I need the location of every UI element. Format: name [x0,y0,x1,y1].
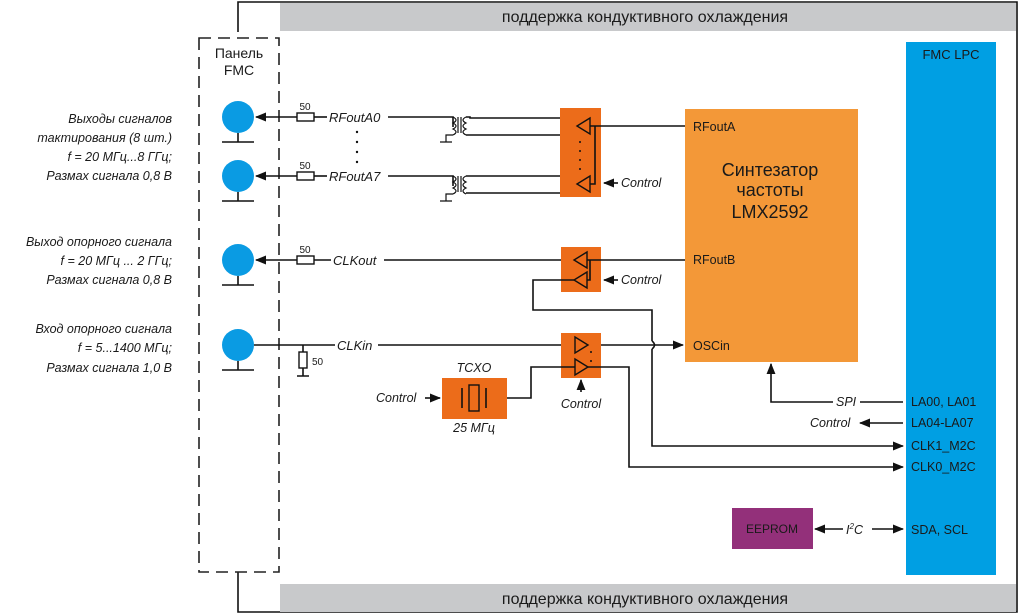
tcxo-oscillator [442,378,507,419]
desc-outputs-1: Выходы сигналов [68,112,172,126]
fmc-pin-la00-la01: LA00, LA01 [911,395,976,409]
desc-outputs-4: Размах сигнала 0,8 В [46,169,172,183]
resistor-clkin-termination [298,351,308,369]
panel-label-line1: Панель [215,45,263,61]
fmc-panel-outline [198,37,280,573]
control-label-tcxo: Control [376,391,418,405]
fmc-pin-clk0-m2c: CLK0_M2C [911,460,976,474]
synthesizer-lmx2592 [685,109,858,362]
control-label-clkin: Control [561,397,603,411]
eeprom-label: EEPROM [746,522,798,536]
pin-rfoutb: RFoutB [693,253,735,267]
desc-refout-2: f = 20 МГц ... 2 ГГц; [61,254,173,268]
cooling-bar-bottom [280,584,1016,612]
desc-refout-1: Выход опорного сигнала [26,235,172,249]
control-label-clkout: Control [621,273,663,287]
resistor-value-3: 50 [299,245,311,256]
resistor-clkout [296,255,315,265]
signal-rfouta7: RFoutA7 [329,169,381,184]
resistor-value-2: 50 [299,161,311,172]
desc-refin-1: Вход опорного сигнала [36,322,172,336]
transformer-a0 [440,116,578,143]
signal-clkout: CLKout [333,253,378,268]
resistor-value-4: 50 [312,357,324,368]
connector-clkin [222,329,254,371]
desc-outputs-2: тактирования (8 шт.) [37,131,172,145]
signal-rfouta0: RFoutA0 [329,110,381,125]
fmc-pin-clk1-m2c: CLK1_M2C [911,439,976,453]
connector-clkout [222,244,254,286]
buffer-triangle [574,335,590,355]
cooling-label-bottom: поддержка кондуктивного охлаждения [502,591,788,608]
pin-rfouta: RFoutA [693,120,736,134]
board-outline [237,1,1018,613]
panel-label-line2: FMC [224,62,254,78]
transformer-a7 [440,175,578,202]
resistor-value-1: 50 [299,102,311,113]
crystal-icon [468,384,480,412]
fmc-pin-sda-scl: SDA, SCL [911,523,968,537]
ellipsis-dots [355,130,359,164]
eeprom [732,508,813,549]
clkout-buffer [561,247,601,292]
tcxo-frequency: 25 МГц [452,421,495,435]
synth-title-3: LMX2592 [731,202,808,222]
fmc-lpc-title: FMC LPC [922,47,979,62]
desc-refin-2: f = 5...1400 МГц; [78,341,173,355]
cooling-label-top: поддержка кондуктивного охлаждения [502,9,788,26]
tcxo-label: TCXO [457,361,492,375]
desc-outputs-3: f = 20 МГц...8 ГГц; [67,150,172,164]
signal-i2c: I2C [846,522,864,537]
signal-clkin: CLKin [337,338,372,353]
synth-title-1: Синтезатор [722,160,819,180]
control-label-rf: Control [621,176,663,190]
desc-refout-3: Размах сигнала 0,8 В [46,273,172,287]
resistor-rfouta7 [296,171,315,181]
control-label-fmc: Control [810,416,852,430]
fmc-pin-la04-la07: LA04-LA07 [911,416,974,430]
signal-spi: SPI [836,395,857,409]
connector-rfouta0 [222,101,254,143]
fmc-lpc-connector [906,42,996,575]
synth-title-2: частоты [736,180,803,200]
desc-refin-3: Размах сигнала 1,0 В [46,361,172,375]
connector-rfouta7 [222,160,254,202]
cooling-bar-top [280,3,1016,31]
pin-oscin: OSCin [693,339,730,353]
resistor-rfouta0 [296,112,315,122]
